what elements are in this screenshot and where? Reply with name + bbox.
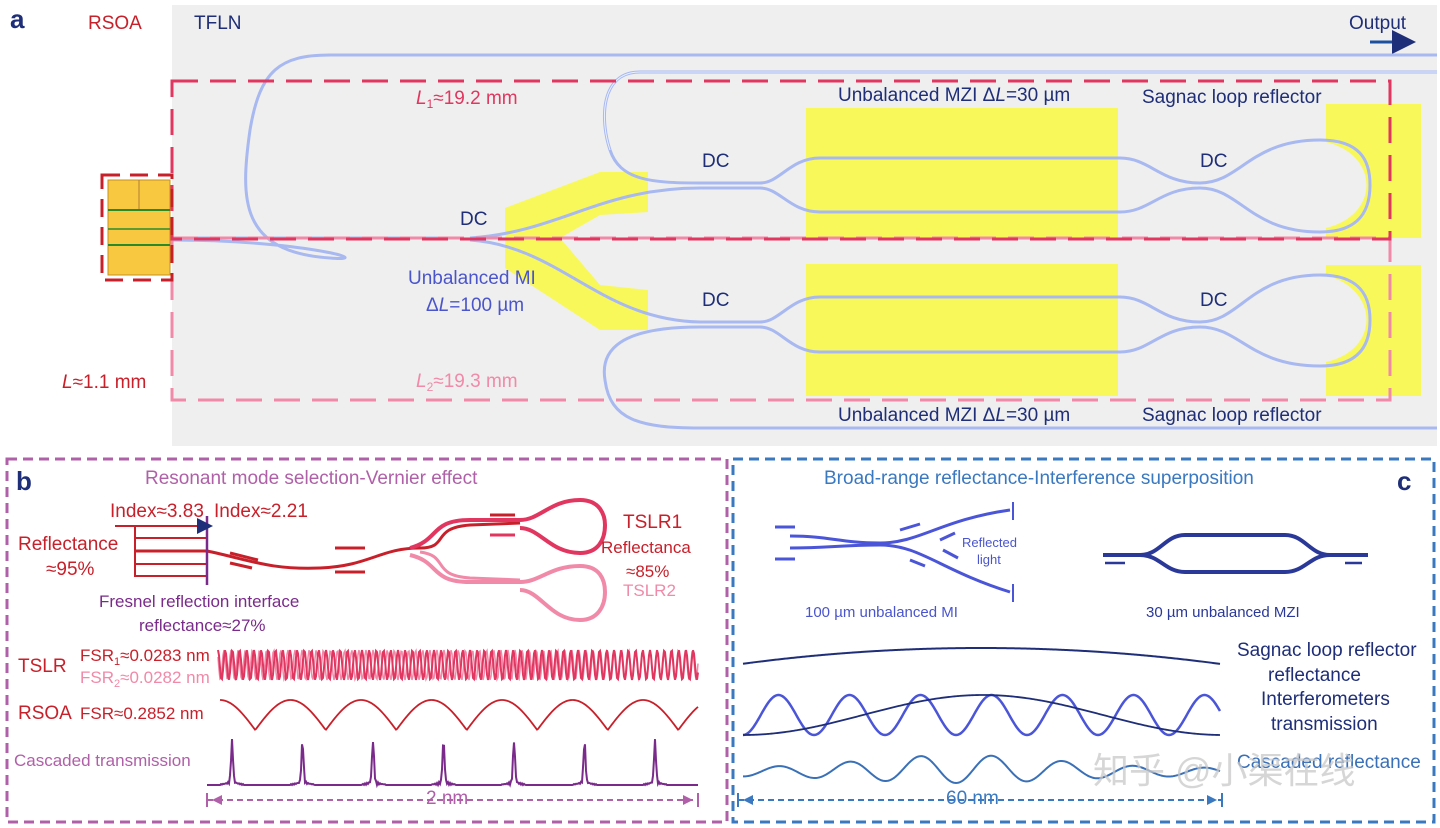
reflectance-label-2: ≈95% [46,559,95,580]
panel-c: c Broad-range reflectance-Interference s… [731,457,1436,824]
dc-label-upper-left: DC [702,151,729,172]
l1-label: L1≈19.2 mm [416,88,518,111]
signal-arrows-b [229,513,515,574]
panel-b: b Resonant mode selection-Vernier effect [5,457,729,824]
sagnac-label-lower: Sagnac loop reflector [1142,405,1322,426]
panel-c-frame [731,457,1436,824]
fsr2-label: FSR2≈0.0282 nm [80,668,210,690]
sagnac-reflectance-curve [742,647,1221,665]
cavity-l1-box [170,79,1392,241]
rsoa-spectrum [219,699,699,731]
reflectance-label-1: Reflectance [18,534,118,555]
mi-transmission-curve [742,693,1222,737]
mzi-schematic [1103,533,1368,574]
panel-a: a RSOA TFLN Output [10,4,1437,446]
row-label-cascaded: Cascaded transmission [14,751,191,770]
span-label-b: 2 nm [426,788,468,809]
mi-schematic [775,502,1014,602]
panel-c-letter: c [1397,466,1411,496]
watermark: 知乎 @小渠在线 [1093,750,1356,791]
mi-caption: 100 µm unbalanced MI [805,604,958,621]
tslr1-comb [217,648,699,682]
l2-label: L2≈19.3 mm [416,371,518,394]
rsoa-box [100,173,174,282]
tfln-label: TFLN [194,13,242,34]
tslr1-loop [409,497,608,556]
mzi-caption: 30 µm unbalanced MZI [1146,604,1300,621]
index1-label: Index≈3.83 [110,501,204,522]
row-label-rsoa: RSOA [18,703,72,724]
dc-label-lower-right: DC [1200,290,1227,311]
tslr2-label: TSLR2 [623,581,676,600]
panel-c-title: Broad-range reflectance-Interference sup… [824,468,1254,489]
interf-transmission-2: transmission [1271,714,1378,735]
tslr1-reflectance-2: ≈85% [626,562,669,581]
row-label-tslr: TSLR [18,656,67,677]
heater-mzi-lower [806,264,1118,396]
fresnel-label-2: reflectance≈27% [139,616,266,635]
sagnac-reflectance-2: reflectance [1268,665,1361,686]
dc-label-lower-left: DC [702,290,729,311]
output-label: Output [1349,13,1407,34]
dc-label-upper-right: DC [1200,151,1227,172]
reflected-light-2: light [977,552,1001,567]
interf-transmission-1: Interferometers [1261,689,1390,710]
tslr1-label: TSLR1 [623,512,682,533]
rsoa-schematic [134,521,521,582]
heater-mi-upper [505,172,648,238]
panel-b-frame [5,457,729,824]
fsr-rsoa-label: FSR≈0.2852 nm [80,704,204,723]
sagnac-label-upper: Sagnac loop reflector [1142,87,1322,108]
dc-label-center: DC [460,209,487,230]
mzi-label-lower: Unbalanced MZI ΔL=30 µm [838,405,1070,426]
panel-b-title: Resonant mode selection-Vernier effect [145,468,478,489]
heater-mzi-upper [806,108,1118,240]
tfln-chip [172,5,1437,446]
cascaded-reflectance-label: Cascaded reflectance [1237,752,1421,773]
rsoa-length-label: L≈1.1 mm [62,372,146,393]
mzi-label-upper: Unbalanced MZI ΔL=30 µm [838,85,1070,106]
heater-sagnac-lower [1326,265,1421,396]
mi-label-line1: Unbalanced MI [408,268,536,289]
tslr-spectrum [217,648,699,683]
fsr1-label: FSR1≈0.0283 nm [80,646,210,668]
tslr2-loop [409,553,608,623]
reflected-light-1: Reflected [962,535,1017,550]
cascaded-reflectance-curve [742,754,1221,784]
mi-label-line2: ΔL=100 µm [426,295,524,316]
heater-sagnac-upper [1326,104,1421,238]
cascaded-transmission-spectrum [207,739,698,789]
rsoa-label: RSOA [88,13,142,34]
tslr1-reflectance-1: Reflectanca [601,538,691,557]
mzi-transmission-curve [743,694,1221,736]
span-label-c: 60 nm [946,788,999,809]
panel-a-letter: a [10,4,25,34]
panel-b-letter: b [16,466,32,496]
fresnel-label-1: Fresnel reflection interface [99,592,299,611]
index2-label: Index≈2.21 [214,501,308,522]
sagnac-reflectance-1: Sagnac loop reflector [1237,640,1417,661]
